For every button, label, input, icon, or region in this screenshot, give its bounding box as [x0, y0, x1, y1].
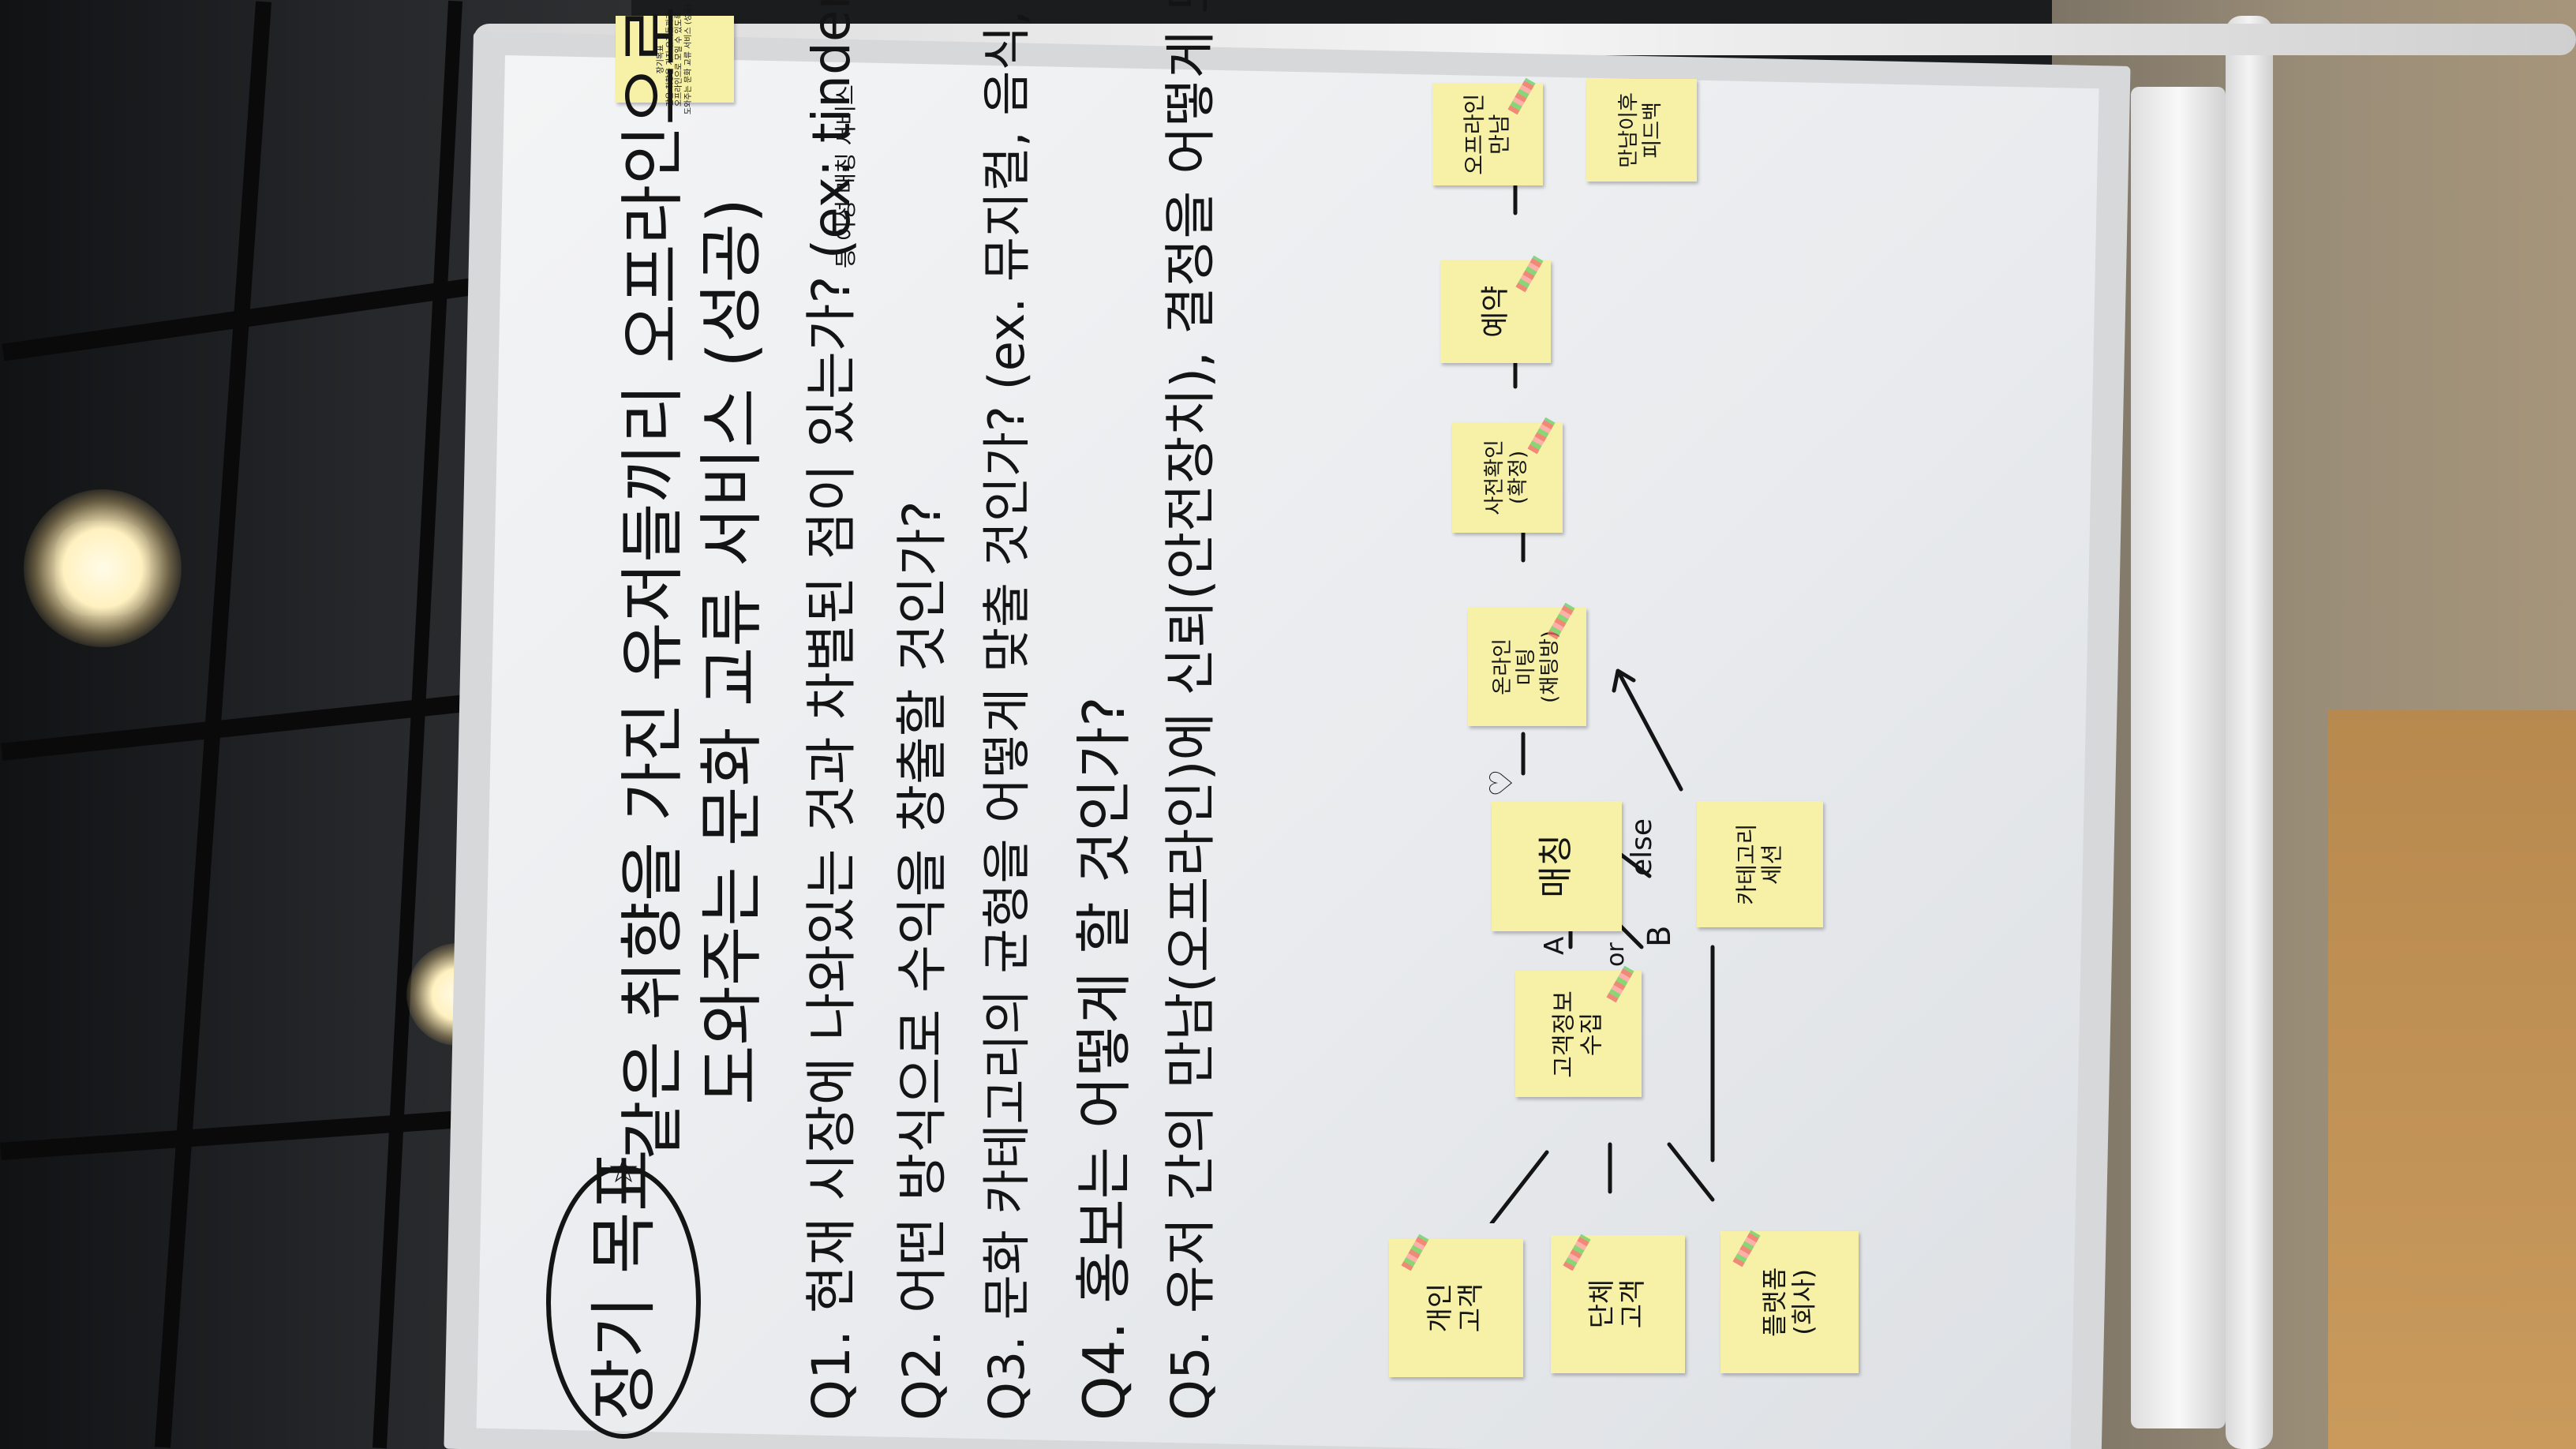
marker-tray [2131, 87, 2226, 1428]
sticky-online-meeting: 온라인 미팅 (채팅방) [1468, 608, 1586, 726]
goal-line-2: 도와주는 문화 교류 서비스 (성공) [695, 198, 769, 1105]
ceiling-light [24, 489, 182, 647]
branch-or-label: or [1602, 942, 1630, 967]
wood-floor [2328, 710, 2576, 1449]
sticky-matching: 매칭 [1492, 801, 1622, 931]
question-3: Q3. 문화 카테고리의 균형을 어떻게 맞출 것인가? (ex. 뮤지컬, 음… [978, 0, 1035, 1421]
title-circle: ☆ [546, 1160, 701, 1439]
question-5: Q5. 유저 간의 만남(오프라인)에 신뢰(안전장치), 결정을 어떻게 도울… [1160, 0, 1221, 1421]
stand-leg [2226, 16, 2273, 1449]
branch-a-label: A [1539, 936, 1571, 955]
else-label: else [1626, 818, 1658, 876]
sticky-category-session: 카테고리 세션 [1697, 801, 1823, 927]
question-1-aside: 등 이성 매칭 서비스 [833, 84, 859, 268]
heart-mark: ♡ [1484, 769, 1520, 797]
svg-text:☆: ☆ [607, 1160, 639, 1191]
title-label: 장기 목표 [585, 1149, 664, 1421]
sticky-pre-check: 사전확인 (확정) [1452, 422, 1563, 533]
corner-sticky-note: 장기목표 같은 취향을 가진 유저들끼리 오프라인으로 모일 수 있도록 도와주… [616, 4, 734, 114]
branch-b-label: B [1642, 925, 1678, 947]
question-2: Q2. 어떤 방식으로 수익을 창출할 것인가? [892, 500, 953, 1421]
question-4: Q4. 홍보는 어떻게 할 것인가? [1071, 696, 1137, 1421]
sticky-after-meeting: 만남이후 피드백 [1586, 79, 1697, 182]
